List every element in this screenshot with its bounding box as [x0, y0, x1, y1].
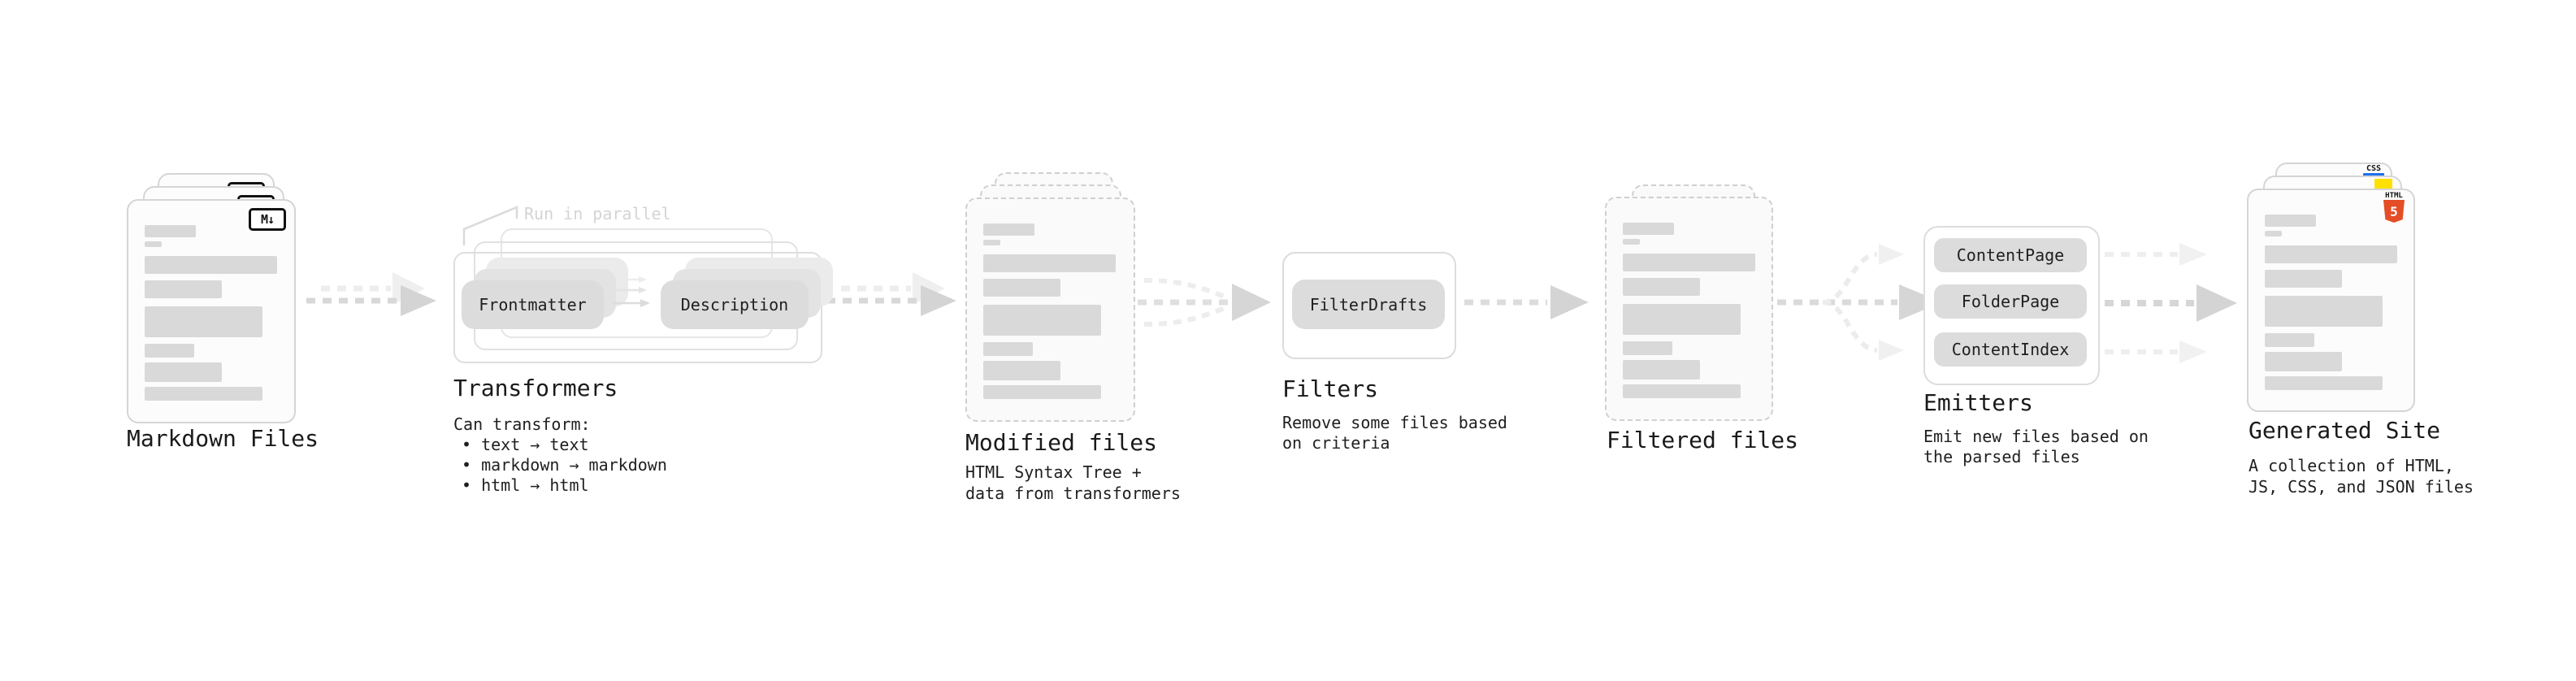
arrow-markdown-to-transformers — [306, 272, 436, 316]
arrow-filtered-to-emitters — [1777, 244, 1942, 361]
placeholder-bar — [983, 305, 1101, 336]
placeholder-bar — [2265, 376, 2383, 390]
generated-site-title: Generated Site — [2249, 417, 2441, 444]
arrow-modified-to-filters — [1138, 278, 1271, 327]
folderpage-node: FolderPage — [1934, 284, 2087, 319]
filters-subtitle: Remove some files based on criteria — [1282, 413, 1507, 453]
placeholder-bar — [2265, 215, 2316, 227]
placeholder-bar — [2265, 270, 2342, 288]
placeholder-bar — [145, 280, 222, 298]
placeholder-bar — [145, 256, 277, 274]
placeholder-bar — [1623, 360, 1700, 380]
contentpage-node: ContentPage — [1934, 238, 2087, 272]
placeholder-bar — [983, 361, 1060, 380]
placeholder-bar — [1623, 384, 1741, 398]
markdown-files-title: Markdown Files — [127, 425, 319, 452]
emitters-subtitle: Emit new files based on the parsed files — [1923, 427, 2149, 466]
placeholder-bar — [983, 385, 1101, 399]
placeholder-bar — [1623, 341, 1672, 355]
placeholder-bar — [145, 362, 222, 382]
placeholder-bar — [1623, 239, 1640, 245]
generated-site-subtitle: A collection of HTML, JS, CSS, and JSON … — [2249, 456, 2474, 497]
transformers-bullet: • text → text — [462, 435, 589, 454]
description-node: Description — [661, 280, 809, 329]
placeholder-bar — [983, 254, 1116, 272]
contentindex-node: ContentIndex — [1934, 332, 2087, 367]
run-in-parallel-note: Run in parallel — [524, 204, 671, 223]
transformers-bullet: • markdown → markdown — [462, 455, 667, 475]
emitters-title: Emitters — [1923, 389, 2033, 416]
placeholder-bar — [2265, 296, 2383, 327]
placeholder-bar — [983, 223, 1034, 236]
placeholder-bar — [1623, 223, 1674, 235]
css-icon: CSS — [2363, 165, 2384, 176]
placeholder-bar — [2265, 352, 2342, 371]
placeholder-bar — [145, 387, 262, 401]
placeholder-bar — [2265, 333, 2314, 347]
modified-files-title: Modified files — [965, 429, 1158, 456]
markdown-icon: M↓ — [249, 208, 286, 231]
placeholder-bar — [983, 279, 1060, 297]
placeholder-bar — [983, 342, 1033, 356]
placeholder-bar — [2265, 231, 2282, 236]
placeholder-bar — [145, 225, 196, 237]
placeholder-bar — [1623, 278, 1700, 296]
javascript-icon — [2374, 179, 2392, 190]
placeholder-bar — [1623, 254, 1755, 271]
filterdrafts-node: FilterDrafts — [1292, 280, 1445, 329]
placeholder-bar — [2265, 245, 2397, 263]
filters-title: Filters — [1282, 375, 1379, 402]
parallel-flow-arrows — [613, 276, 650, 307]
placeholder-bar — [145, 344, 194, 358]
placeholder-bar — [1623, 304, 1741, 335]
transformers-heading: Can transform: — [453, 414, 591, 434]
transformers-title: Transformers — [453, 375, 618, 401]
transformer-frame-front — [453, 252, 822, 363]
modified-file-card-front — [965, 197, 1135, 422]
callout-line — [462, 206, 518, 245]
filtered-file-card-front — [1605, 197, 1773, 421]
placeholder-bar — [145, 241, 162, 247]
modified-files-subtitle: HTML Syntax Tree + data from transformer… — [965, 462, 1181, 503]
placeholder-bar — [145, 306, 262, 337]
html5-icon: HTML 5 — [2383, 192, 2405, 223]
arrow-filters-to-filtered — [1464, 285, 1589, 319]
transformers-bullet: • html → html — [462, 475, 589, 495]
site-file-card-html: HTML 5 — [2247, 189, 2415, 412]
frontmatter-node: Frontmatter — [462, 280, 604, 329]
filtered-files-title: Filtered files — [1607, 427, 1799, 453]
placeholder-bar — [983, 240, 1000, 245]
arrow-transformers-to-modified — [826, 272, 956, 316]
markdown-file-card-front: M↓ — [127, 199, 296, 423]
arrow-emitters-to-site — [2105, 243, 2237, 363]
